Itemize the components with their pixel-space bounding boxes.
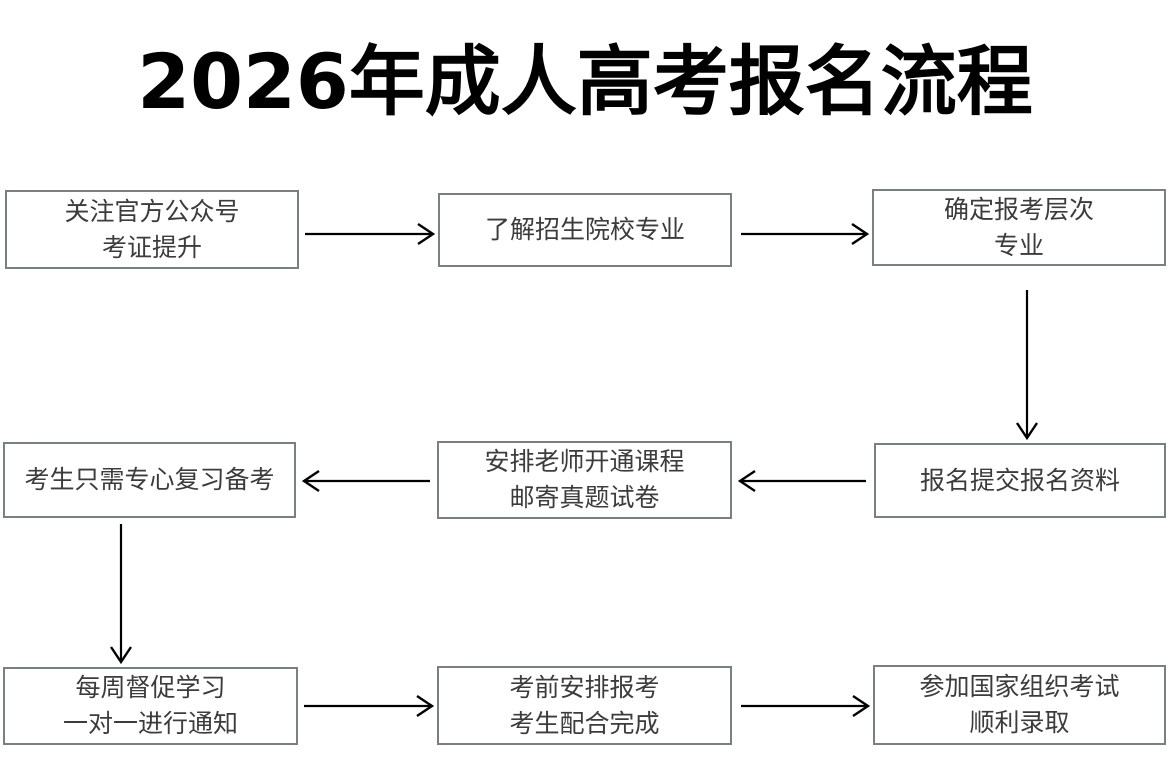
arrow-n5-n4 bbox=[301, 470, 430, 492]
arrow-n1-n2 bbox=[305, 223, 436, 245]
flow-node-9[interactable]: 参加国家组织考试 顺利录取 bbox=[873, 665, 1166, 745]
arrow-n6-n5 bbox=[737, 470, 866, 492]
flow-node-8-line-2: 考生配合完成 bbox=[509, 708, 660, 738]
flow-node-3-line-2: 专业 bbox=[993, 230, 1044, 260]
arrow-n8-n9 bbox=[741, 695, 871, 717]
flow-node-8-line-1: 考前安排报考 bbox=[509, 672, 660, 702]
flow-node-9-line-2: 顺利录取 bbox=[969, 708, 1070, 737]
arrow-n4-n7 bbox=[110, 524, 132, 665]
flow-node-6[interactable]: 报名提交报名资料 bbox=[874, 443, 1166, 518]
flow-node-7-line-1: 每周督促学习 bbox=[75, 673, 226, 702]
flow-node-7[interactable]: 每周督促学习 一对一进行通知 bbox=[3, 667, 298, 745]
flow-node-1-line-1: 关注官方公众号 bbox=[64, 196, 240, 226]
page-title: 2026年成人高考报名流程 bbox=[137, 37, 1033, 126]
flow-node-5-line-1: 安排老师开通课程 bbox=[484, 447, 685, 476]
flow-node-8[interactable]: 考前安排报考 考生配合完成 bbox=[437, 666, 732, 745]
arrow-n2-n3 bbox=[741, 223, 870, 245]
flow-node-1-line-2: 考证提升 bbox=[101, 232, 202, 262]
flow-node-6-line-1: 报名提交报名资料 bbox=[919, 465, 1120, 495]
arrow-n7-n8 bbox=[304, 695, 435, 717]
flow-node-2-line-1: 了解招生院校专业 bbox=[484, 215, 685, 244]
flow-node-3[interactable]: 确定报考层次 专业 bbox=[872, 189, 1166, 266]
flow-node-7-line-2: 一对一进行通知 bbox=[62, 709, 238, 738]
flow-node-3-line-1: 确定报考层次 bbox=[943, 194, 1094, 224]
arrow-n3-n6 bbox=[1016, 290, 1038, 441]
flow-node-4[interactable]: 考生只需专心复习备考 bbox=[3, 442, 296, 518]
flow-node-4-line-1: 考生只需专心复习备考 bbox=[24, 465, 275, 494]
flow-node-9-line-1: 参加国家组织考试 bbox=[919, 672, 1120, 701]
flow-node-5[interactable]: 安排老师开通课程 邮寄真题试卷 bbox=[437, 441, 732, 519]
flow-node-1[interactable]: 关注官方公众号 考证提升 bbox=[5, 190, 299, 269]
flow-node-2[interactable]: 了解招生院校专业 bbox=[438, 193, 732, 267]
flow-node-5-line-2: 邮寄真题试卷 bbox=[509, 483, 660, 512]
